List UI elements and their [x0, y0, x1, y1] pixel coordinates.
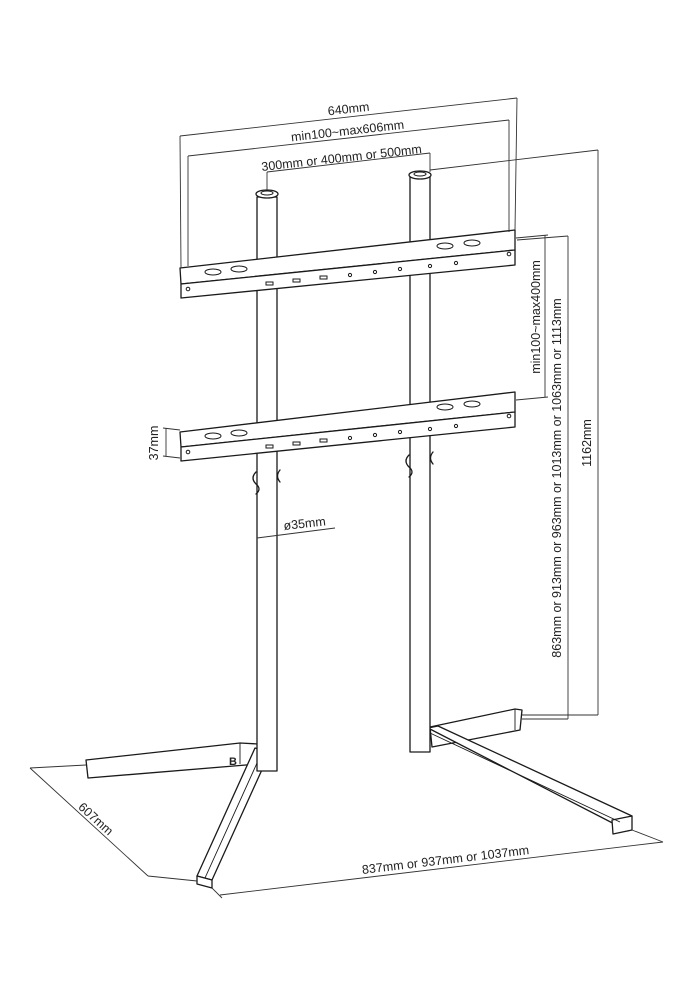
label-overall-width: 640mm — [327, 100, 370, 119]
upper-bracket — [179, 229, 516, 299]
pole-clips — [252, 451, 434, 495]
base-feet: B — [85, 708, 633, 889]
label-pole-spacing: 300mm or 400mm or 500mm — [261, 142, 423, 174]
label-pole-diameter: ø35mm — [283, 514, 327, 533]
label-bar-height: 37mm — [147, 426, 161, 461]
upper-bracket-holes — [185, 239, 512, 292]
label-base-depth: 607mm — [76, 800, 116, 838]
right-pole — [408, 170, 432, 753]
label-total-height: 1162mm — [580, 419, 594, 467]
dimension-lines — [29, 97, 664, 899]
lower-bracket-holes — [185, 400, 512, 455]
left-pole — [255, 189, 279, 772]
label-hole-spacing-vertical: min100~max400mm — [529, 260, 543, 374]
label-base-width: 837mm or 937mm or 1037mm — [361, 843, 530, 877]
label-bracket-height: 863mm or 913mm or 963mm or 1013mm or 106… — [550, 298, 564, 657]
foot-marker: B — [229, 756, 237, 768]
lower-bracket — [179, 391, 516, 462]
